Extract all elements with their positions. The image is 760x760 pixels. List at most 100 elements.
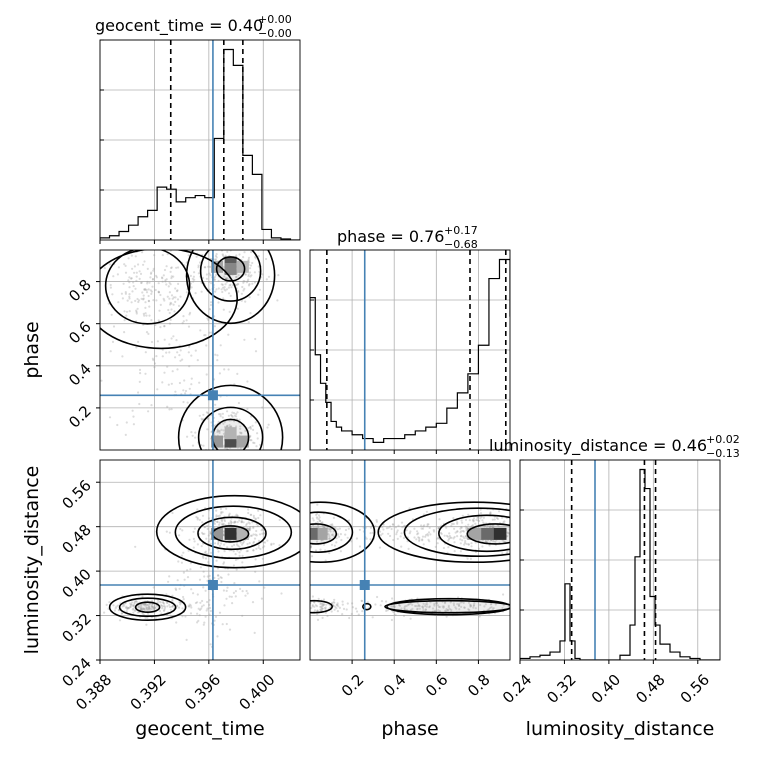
panel-geocent-lumdist-sample xyxy=(278,518,281,522)
panel-phase-lumdist-sample xyxy=(445,608,448,611)
panel-geocent-lumdist-sample xyxy=(240,520,243,523)
panel-geocent-phase-sample xyxy=(251,424,254,427)
panel-phase-lumdist-sample xyxy=(317,524,320,527)
panel-geocent-phase-sample xyxy=(236,289,240,292)
panel-geocent-phase-sample xyxy=(225,277,228,280)
panel-phase-lumdist-sample xyxy=(480,515,483,519)
panel-geocent-phase-sample xyxy=(144,351,147,354)
panel-phase-lumdist-sample xyxy=(464,525,467,528)
panel-geocent-phase-sample xyxy=(237,282,240,286)
panel-geocent-lumdist-sample xyxy=(216,574,220,577)
panel-phase-lumdist-sample xyxy=(507,525,510,528)
panel-geocent-lumdist-sample xyxy=(145,603,148,606)
panel-geocent-phase-sample xyxy=(143,288,146,291)
panel-phase-lumdist-sample xyxy=(328,551,331,555)
panel-geocent-phase-sample xyxy=(170,308,173,311)
panel-geocent-phase-sample xyxy=(136,229,138,231)
panel-geocent-lumdist-sample xyxy=(235,543,239,546)
panel-geocent-phase-sample xyxy=(223,368,226,371)
panel-geocent-lumdist-sample xyxy=(272,542,275,545)
panel-geocent-lumdist-sample xyxy=(220,580,223,584)
panel-geocent-phase-sample xyxy=(237,290,240,293)
panel-phase-lumdist-sample xyxy=(507,532,510,535)
panel-geocent-phase-sample xyxy=(191,464,193,466)
panel-phase-lumdist-sample xyxy=(442,606,445,609)
panel-phase-lumdist-sample xyxy=(476,519,480,522)
panel-geocent-phase-sample xyxy=(157,282,160,285)
panel-geocent-lumdist-sample xyxy=(262,531,266,535)
panel-geocent-phase-sample xyxy=(174,287,177,290)
panel-phase-lumdist-density-cell xyxy=(317,527,328,540)
panel-geocent-phase-sample xyxy=(236,411,239,414)
panel-phase-lumdist-sample xyxy=(436,537,439,540)
panel-geocent-phase-sample xyxy=(124,433,127,436)
panel-geocent-phase-sample xyxy=(198,381,201,384)
panel-geocent-phase-sample xyxy=(179,295,182,298)
panel-phase-lumdist-sample xyxy=(379,604,382,607)
panel-geocent-phase-contour xyxy=(100,250,239,350)
panel-phase-lumdist-sample xyxy=(459,531,462,534)
panel-geocent-lumdist-sample xyxy=(261,557,264,560)
panel-geocent-phase-sample xyxy=(204,334,207,337)
panel-geocent-phase-sample xyxy=(137,299,141,302)
panel-phase-lumdist-sample xyxy=(413,527,416,530)
panel-phase-lumdist-sample xyxy=(445,534,448,537)
panel-geocent-phase-sample xyxy=(216,359,219,362)
panel-geocent-lumdist-sample xyxy=(147,612,150,615)
hist-luminosity-distance-grid xyxy=(519,459,720,660)
panel-phase-lumdist-sample xyxy=(489,606,492,610)
panel-geocent-phase-sample xyxy=(160,276,164,279)
panel-geocent-lumdist-sample xyxy=(168,531,171,534)
panel-geocent-lumdist-sample xyxy=(254,517,257,520)
panel-geocent-phase-sample xyxy=(131,409,134,412)
panel-geocent-lumdist-sample xyxy=(204,557,208,560)
panel-geocent-phase-sample xyxy=(167,474,169,476)
panel-geocent-phase-sample xyxy=(208,280,211,283)
panel-geocent-lumdist-sample xyxy=(164,606,167,609)
panel-phase-lumdist-sample xyxy=(510,607,512,609)
panel-geocent-lumdist-sample xyxy=(252,514,255,518)
panel-geocent-lumdist-sample xyxy=(159,609,162,613)
panel-geocent-lumdist-sample xyxy=(213,619,216,622)
panel-geocent-phase-sample xyxy=(192,280,195,283)
panel-geocent-phase-sample xyxy=(158,309,161,312)
panel-geocent-lumdist-sample xyxy=(220,523,223,526)
panel-phase-lumdist-sample xyxy=(417,532,420,535)
panel-phase-lumdist-xtick-label-0: 0.2 xyxy=(338,671,368,701)
panel-geocent-phase-sample xyxy=(203,266,206,269)
panel-geocent-phase-sample xyxy=(152,267,155,270)
panel-phase-lumdist-sample xyxy=(306,606,308,608)
panel-geocent-lumdist-sample xyxy=(123,604,126,607)
panel-phase-lumdist-sample xyxy=(322,543,326,546)
panel-geocent-lumdist-sample xyxy=(196,593,199,596)
panel-geocent-phase-sample xyxy=(150,271,153,274)
panel-phase-lumdist-sample xyxy=(433,604,436,607)
panel-phase-lumdist-sample xyxy=(322,603,325,607)
panel-geocent-phase-sample xyxy=(166,295,169,298)
panel-phase-lumdist-sample xyxy=(400,521,404,524)
panel-phase-lumdist-sample xyxy=(467,543,470,546)
panel-geocent-phase-sample xyxy=(124,271,128,274)
panel-geocent-phase-sample xyxy=(132,415,135,418)
panel-phase-lumdist-sample xyxy=(329,530,332,533)
panel-geocent-lumdist-sample xyxy=(233,582,236,585)
panel-phase-lumdist-sample xyxy=(369,526,372,529)
panel-phase-lumdist-sample xyxy=(311,517,314,520)
panel-geocent-phase-sample xyxy=(126,299,129,302)
panel-phase-lumdist-sample xyxy=(436,542,439,545)
panel-phase-lumdist-sample xyxy=(432,529,435,532)
panel-phase-lumdist-sample xyxy=(328,528,331,531)
panel-geocent-phase-sample xyxy=(197,264,200,267)
panel-geocent-lumdist-sample xyxy=(270,542,273,546)
panel-phase-lumdist-sample xyxy=(420,524,423,527)
panel-phase-lumdist-sample xyxy=(319,548,322,551)
panel-phase-lumdist-sample xyxy=(452,537,455,540)
panel-geocent-lumdist-sample xyxy=(239,587,242,591)
panel-phase-lumdist-sample xyxy=(322,604,325,607)
panel-geocent-lumdist-sample xyxy=(140,608,143,611)
panel-geocent-phase-sample xyxy=(108,263,111,266)
title-phase-sub: −0.68 xyxy=(444,238,478,251)
panel-phase-lumdist-sample xyxy=(456,603,459,606)
panel-geocent-phase-sample xyxy=(178,381,181,385)
panel-phase-lumdist-sample xyxy=(482,521,485,524)
